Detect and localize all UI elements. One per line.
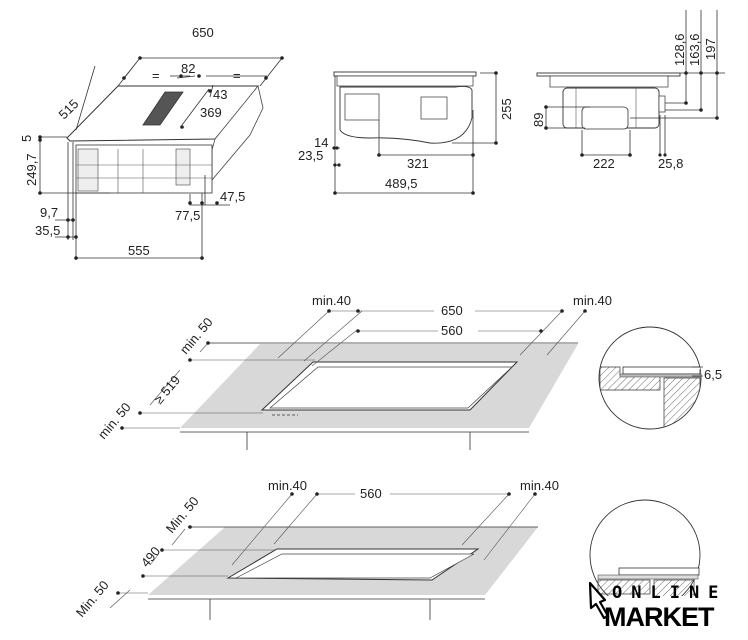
motor-right: [175, 148, 191, 186]
std-dim-490: 490: [138, 544, 163, 570]
dim-82: 82: [181, 61, 195, 76]
hob-front-view: 128,6 163,6 197 89 222 25,8: [531, 10, 725, 171]
dim-25-8: 25,8: [658, 156, 683, 171]
dim-77-5: 77,5: [175, 208, 200, 223]
dim-43: 43: [213, 87, 227, 102]
side-glass: [333, 71, 477, 77]
std-min40-left: min.40: [268, 478, 307, 493]
standard-detail-circle: [589, 499, 701, 596]
dim-249-7: 249,7: [24, 153, 39, 186]
flush-min40-left: min.40: [312, 293, 351, 308]
dim-35-5: 35,5: [35, 223, 60, 238]
motor-left: [77, 148, 99, 192]
flush-min40-right: min.40: [573, 293, 612, 308]
logo-text-online: ONLINE: [612, 583, 727, 603]
std-min40-right: min.40: [520, 478, 559, 493]
dim-47-5: 47,5: [220, 189, 245, 204]
dim-128-6: 128,6: [672, 33, 687, 66]
dim-14: 14: [314, 135, 328, 150]
flush-installation-drawing: min.40 650 min.40 560 min. 50 ≥ 519 min.…: [95, 293, 722, 450]
dim-equal-right: =: [233, 68, 241, 83]
flush-min50-back: min. 50: [177, 315, 216, 357]
vent-grille: [142, 91, 184, 126]
dim-255: 255: [499, 98, 514, 120]
dim-515: 515: [56, 96, 82, 122]
standard-installation-drawing: min.40 560 min.40 Min. 50 490 Min. 50: [73, 478, 701, 620]
hob-perspective-view: 650 = = 82 43 369 515 5 249,7 9,7 35,5 5…: [19, 25, 284, 260]
dim-89: 89: [531, 113, 546, 127]
logo-text-market: MARKET: [604, 602, 715, 632]
cursor-arrow-icon: [588, 581, 610, 620]
dim-555: 555: [128, 243, 150, 258]
std-min50-back: Min. 50: [163, 494, 202, 536]
std-dim-560: 560: [360, 486, 382, 501]
dim-650: 650: [192, 25, 214, 40]
online-market-logo: ONLINE MARKET: [588, 581, 727, 632]
std-min50-front: Min. 50: [73, 578, 112, 620]
flush-detail-circle: 6,5: [598, 326, 722, 430]
flush-dim-560: 560: [441, 323, 463, 338]
dim-369: 369: [200, 105, 222, 120]
dim-equal-left: =: [152, 68, 160, 83]
dim-321: 321: [407, 156, 429, 171]
dim-197: 197: [703, 38, 718, 60]
dim-5: 5: [19, 135, 34, 142]
dim-489-5: 489,5: [385, 176, 418, 191]
dim-9-7: 9,7: [40, 205, 58, 220]
flush-dim-519: ≥ 519: [151, 372, 183, 406]
hob-side-view: 255 14 23,5 321 489,5: [298, 71, 514, 195]
flush-dim-650: 650: [441, 303, 463, 318]
dim-23-5: 23,5: [298, 148, 323, 163]
flush-min50-front: min. 50: [95, 400, 134, 442]
dim-163-6: 163,6: [687, 33, 702, 66]
detail-dim-6-5: 6,5: [704, 367, 722, 382]
dim-222: 222: [593, 156, 615, 171]
